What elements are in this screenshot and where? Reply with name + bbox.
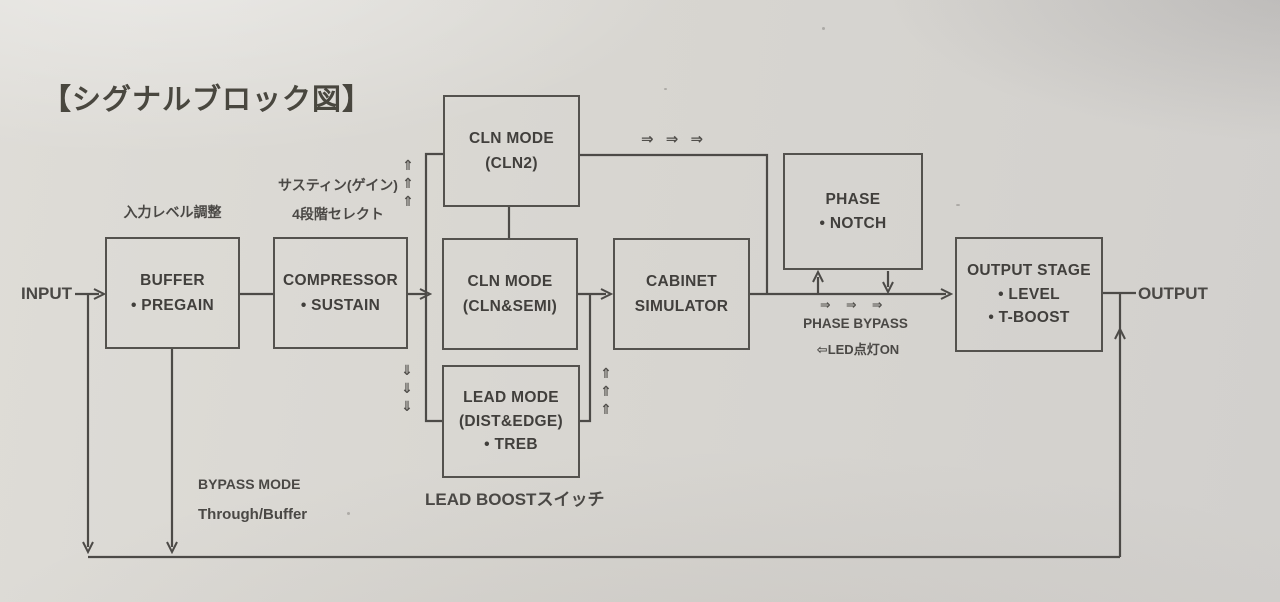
phase-bypass-label: PHASE BYPASS	[803, 316, 908, 331]
compressor-line1: COMPRESSOR	[283, 272, 398, 289]
lead-line1: LEAD MODE	[463, 389, 559, 407]
up-arrow-icon: ⇑	[600, 365, 612, 381]
outputstage-line3: • T-BOOST	[988, 309, 1070, 327]
cabinet-simulator-box: CABINET SIMULATOR	[613, 238, 750, 350]
up-arrow-icon: ⇑	[600, 401, 612, 417]
compressor-box: COMPRESSOR • SUSTAIN	[273, 237, 408, 349]
mode-select-bus-left	[424, 152, 443, 423]
through-buffer-label: Through/Buffer	[198, 506, 308, 523]
cln2-flow-arrows: ⇒ ⇒ ⇒	[641, 131, 708, 148]
cln2-line2: (CLN2)	[485, 154, 538, 172]
up-arrow-icon: ⇑	[402, 193, 414, 209]
lead-output-bus-right	[580, 295, 592, 423]
input-level-label: 入力レベル調整	[123, 204, 222, 220]
cabinet-line1: CABINET	[646, 273, 717, 290]
output-label: OUTPUT	[1138, 284, 1208, 303]
clnsemi-line2: (CLN&SEMI)	[462, 297, 558, 315]
outputstage-line1: OUTPUT STAGE	[967, 262, 1091, 280]
outputstage-line2: • LEVEL	[998, 285, 1060, 303]
cln2-select-up-arrows: ⇑ ⇑ ⇑	[402, 156, 414, 210]
lead-line2: (DIST&EDGE)	[458, 412, 564, 430]
clnsemi-line1: CLN MODE	[467, 273, 553, 290]
cln-mode-semi-box: CLN MODE (CLN&SEMI)	[442, 238, 578, 350]
phase-line2: • NOTCH	[819, 215, 887, 232]
down-arrow-icon: ⇓	[401, 398, 413, 414]
buffer-line1: BUFFER	[140, 272, 205, 289]
cln-mode-cln2-box: CLN MODE (CLN2)	[443, 95, 580, 207]
up-arrow-icon: ⇑	[600, 383, 612, 399]
compressor-line2: • SUSTAIN	[300, 296, 381, 314]
down-arrow-icon: ⇓	[401, 362, 413, 378]
cln2-output-line	[580, 153, 769, 293]
gain-select-label: 4段階セレクト	[292, 206, 384, 222]
lead-select-down-arrows: ⇓ ⇓ ⇓	[401, 361, 413, 415]
down-arrow-icon: ⇓	[401, 380, 413, 396]
lead-boost-switch-label: LEAD BOOSTスイッチ	[425, 490, 605, 509]
output-stage-box: OUTPUT STAGE • LEVEL • T-BOOST	[955, 237, 1103, 352]
phase-line1: PHASE	[825, 190, 881, 208]
cln2-line1: CLN MODE	[468, 130, 555, 147]
up-arrow-icon: ⇑	[402, 175, 414, 191]
cabinet-line2: SIMULATOR	[634, 297, 729, 315]
paper-speck	[664, 88, 667, 90]
lead-output-up-arrows: ⇑ ⇑ ⇑	[600, 364, 612, 418]
buffer-line2: • PREGAIN	[130, 296, 215, 314]
sustain-gain-label: サスティン(ゲイン)	[278, 177, 398, 193]
buffer-box: BUFFER • PREGAIN	[105, 237, 240, 349]
page-title: 【シグナルブロック図】	[42, 84, 373, 116]
paper-speck	[347, 512, 350, 515]
phase-box: PHASE • NOTCH	[783, 153, 923, 270]
paper-speck	[956, 204, 960, 206]
paper-speck	[822, 27, 825, 30]
led-on-label: ⇦LED点灯ON	[816, 342, 900, 357]
input-label: INPUT	[21, 284, 72, 303]
lead-mode-box: LEAD MODE (DIST&EDGE) • TREB	[442, 365, 580, 478]
phase-flow-arrows: ⇒ ⇒ ⇒	[820, 298, 889, 312]
up-arrow-icon: ⇑	[402, 157, 414, 173]
bypass-mode-label: BYPASS MODE	[198, 476, 301, 492]
lead-line3: • TREB	[484, 436, 538, 454]
